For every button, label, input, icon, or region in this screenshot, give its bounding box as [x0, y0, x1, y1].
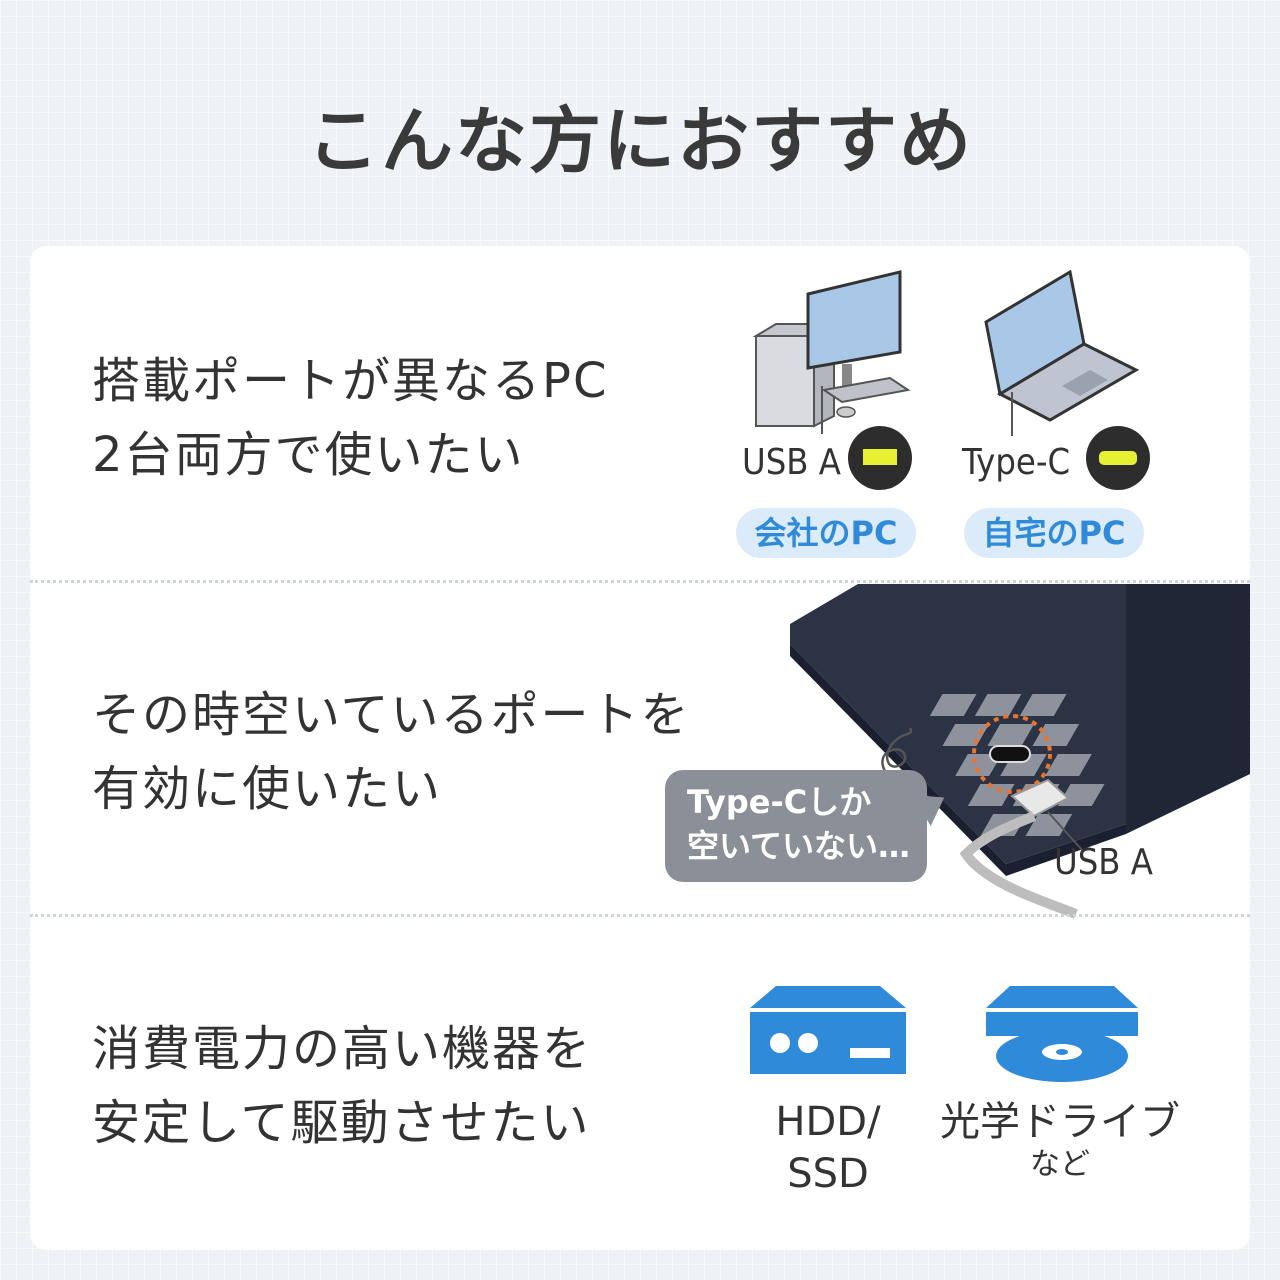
- type-c-label: Type-C: [962, 442, 1071, 483]
- hdd-label-line-2: SSD: [787, 1151, 869, 1197]
- usb-a-port-icon: [848, 426, 912, 490]
- hdd-icon: [750, 986, 906, 1074]
- laptop-icon: [984, 269, 1140, 422]
- confused-scribble-icon: [881, 727, 913, 782]
- speech-bubble: Type-Cしか 空いていない…: [665, 770, 927, 882]
- row-3-line-2: 安定して駆動させたい: [92, 1095, 591, 1151]
- row-1-text: 搭載ポートが異なるPC 2台両方で使いたい: [92, 344, 608, 492]
- row-2-line-1: その時空いているポートを: [92, 687, 691, 743]
- row-3-text: 消費電力の高い機器を 安定して駆動させたい: [92, 1012, 592, 1160]
- optical-drive-label-line-1: 光学ドライブ: [940, 1099, 1180, 1145]
- hdd-label-line-1: HDD/: [775, 1099, 881, 1145]
- bubble-line-2: 空いていない…: [687, 827, 911, 865]
- optical-drive-label: 光学ドライブ など: [930, 1096, 1190, 1182]
- row-divider-1: [30, 580, 1250, 583]
- row-1-line-2: 2台両方で使いたい: [92, 427, 525, 483]
- usb-a-cable-label: USB A: [1054, 842, 1153, 883]
- desktop-pc-icon: [752, 270, 911, 428]
- office-pc-pill: 会社のPC: [736, 508, 916, 558]
- home-pc-pill: 自宅のPC: [964, 508, 1144, 558]
- recommendation-card: 搭載ポートが異なるPC 2台両方で使いたい USB A Type-C 会社のPC…: [30, 246, 1250, 1250]
- hdd-label: HDD/ SSD: [750, 1096, 906, 1200]
- bubble-line-1: Type-Cしか: [687, 783, 872, 821]
- optical-drive-icon: [986, 986, 1138, 1082]
- port-pointer-line-1: [821, 386, 823, 434]
- row-2-line-2: 有効に使いたい: [92, 761, 443, 817]
- page-title: こんな方におすすめ: [306, 99, 973, 183]
- optical-drive-sub-label: など: [1030, 1147, 1090, 1182]
- row-2-text: その時空いているポートを 有効に使いたい: [92, 678, 691, 826]
- port-pointer-line-2: [1011, 392, 1013, 436]
- row-3-line-1: 消費電力の高い機器を: [92, 1021, 593, 1077]
- row-1-line-1: 搭載ポートが異なるPC: [92, 353, 609, 409]
- usb-c-port-icon: [1086, 426, 1150, 490]
- usb-a-label: USB A: [742, 442, 841, 483]
- laptop-closeup-icon: [790, 584, 1250, 919]
- row-divider-2: [30, 914, 1250, 917]
